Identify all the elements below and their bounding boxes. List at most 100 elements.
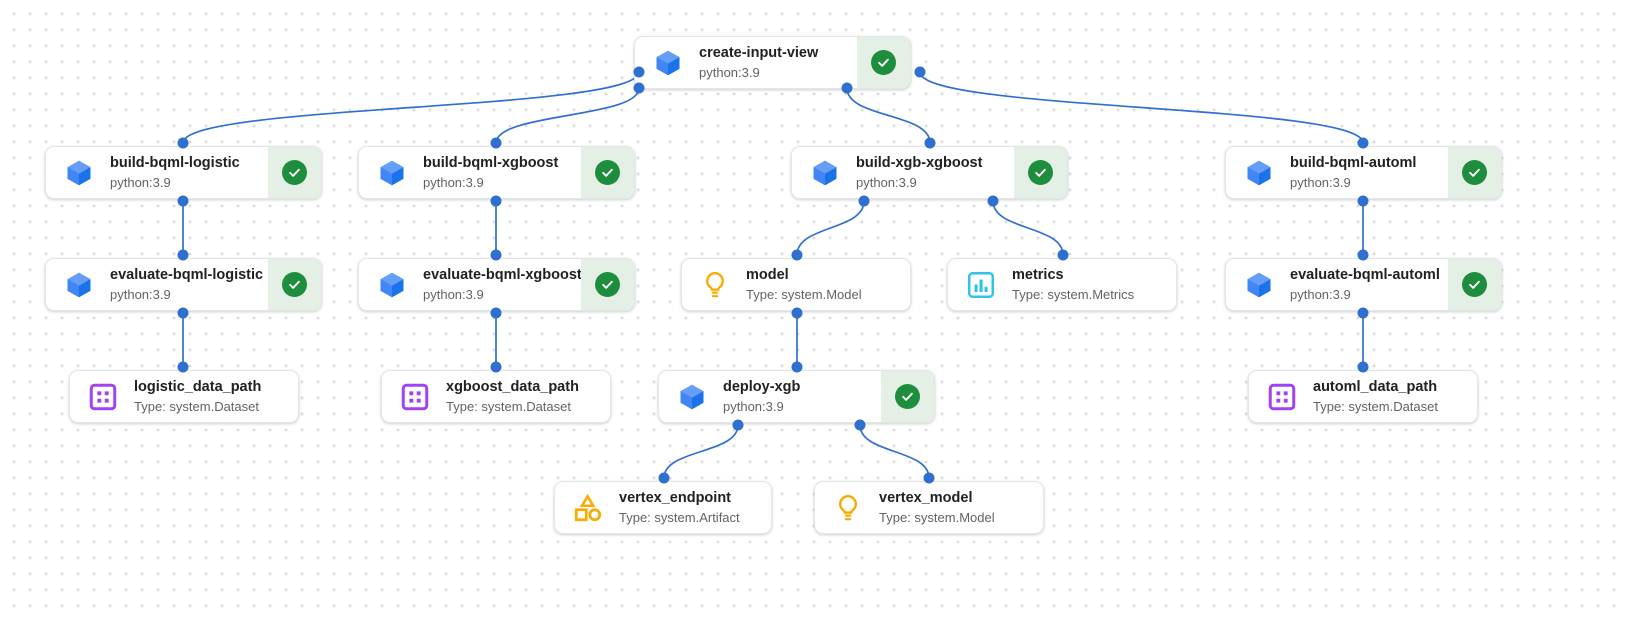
port-in-build-bqml-logistic[interactable]: [177, 137, 189, 149]
node-title: vertex_endpoint: [619, 489, 731, 506]
edge-create-input-view-to-build-xgb-xgboost: [846, 87, 931, 144]
cube-icon: [1244, 158, 1274, 188]
port-in-model[interactable]: [791, 249, 803, 261]
edge-build-xgb-xgboost-to-metrics: [992, 200, 1064, 256]
port-out-create-input-view[interactable]: [633, 66, 645, 78]
port-in-build-bqml-xgboost[interactable]: [490, 137, 502, 149]
check-icon-glyph: [602, 168, 613, 177]
status-badge[interactable]: [581, 259, 634, 310]
node-title: build-bqml-xgboost: [423, 154, 559, 171]
cube-icon-glyph: [680, 384, 704, 409]
dataset-grid-icon: [88, 382, 118, 412]
node-body: build-bqml-xgboost python:3.9: [359, 147, 581, 198]
port-in-evaluate-bqml-logistic[interactable]: [177, 249, 189, 261]
port-out-build-bqml-xgboost[interactable]: [490, 195, 502, 207]
port-in-vertex_endpoint[interactable]: [658, 472, 670, 484]
edge-create-input-view-to-build-bqml-xgboost: [495, 87, 640, 144]
port-in-build-bqml-automl[interactable]: [1357, 137, 1369, 149]
check-icon-glyph: [1469, 280, 1480, 289]
port-in-automl_data_path[interactable]: [1357, 361, 1369, 373]
port-out-deploy-xgb[interactable]: [854, 419, 866, 431]
port-out-build-xgb-xgboost[interactable]: [987, 195, 999, 207]
node-title: evaluate-bqml-xgboost: [423, 266, 582, 283]
port-in-logistic_data_path[interactable]: [177, 361, 189, 373]
port-out-model[interactable]: [791, 307, 803, 319]
edge-deploy-xgb-to-vertex_model: [859, 424, 930, 479]
port-in-deploy-xgb[interactable]: [791, 361, 803, 373]
status-badge[interactable]: [857, 37, 910, 88]
port-out-create-input-view[interactable]: [914, 66, 926, 78]
port-out-deploy-xgb[interactable]: [732, 419, 744, 431]
node-subtitle: python:3.9: [110, 286, 171, 302]
port-out-evaluate-bqml-automl[interactable]: [1357, 307, 1369, 319]
bar-chart-icon: [966, 270, 996, 300]
node-subtitle: Type: system.Artifact: [619, 509, 740, 525]
port-out-build-xgb-xgboost[interactable]: [858, 195, 870, 207]
status-badge[interactable]: [1448, 259, 1501, 310]
node-title: vertex_model: [879, 489, 973, 506]
node-build-bqml-xgboost[interactable]: build-bqml-xgboost python:3.9: [358, 146, 635, 199]
status-badge[interactable]: [881, 371, 934, 422]
port-out-build-bqml-automl[interactable]: [1357, 195, 1369, 207]
port-out-create-input-view[interactable]: [633, 82, 645, 94]
status-badge[interactable]: [268, 147, 321, 198]
check-icon-glyph: [878, 58, 889, 67]
node-subtitle: python:3.9: [1290, 174, 1351, 190]
check-icon-glyph: [289, 280, 300, 289]
cube-icon: [64, 270, 94, 300]
port-in-evaluate-bqml-automl[interactable]: [1357, 249, 1369, 261]
node-text: build-bqml-xgboost python:3.9: [423, 154, 558, 192]
node-title: create-input-view: [699, 44, 819, 61]
port-in-evaluate-bqml-xgboost[interactable]: [490, 249, 502, 261]
port-in-metrics[interactable]: [1057, 249, 1069, 261]
port-in-vertex_model[interactable]: [923, 472, 935, 484]
node-subtitle: python:3.9: [110, 174, 171, 190]
shapes-icon-glyph: [574, 493, 602, 521]
port-out-evaluate-bqml-logistic[interactable]: [177, 307, 189, 319]
port-in-xgboost_data_path[interactable]: [490, 361, 502, 373]
node-title: metrics: [1012, 266, 1064, 283]
port-in-build-xgb-xgboost[interactable]: [924, 137, 936, 149]
cube-icon: [810, 158, 840, 188]
node-subtitle: python:3.9: [423, 174, 484, 190]
port-out-evaluate-bqml-xgboost[interactable]: [490, 307, 502, 319]
node-subtitle: Type: system.Dataset: [1313, 398, 1438, 414]
dataset-grid-icon: [1267, 382, 1297, 412]
port-out-create-input-view[interactable]: [841, 82, 853, 94]
status-badge[interactable]: [268, 259, 321, 310]
check-circle-icon: [1028, 160, 1053, 185]
check-circle-icon: [895, 384, 920, 409]
bar-chart-icon-glyph: [967, 271, 994, 298]
status-badge[interactable]: [1014, 147, 1067, 198]
port-out-build-bqml-logistic[interactable]: [177, 195, 189, 207]
status-badge[interactable]: [581, 147, 634, 198]
status-badge[interactable]: [1448, 147, 1501, 198]
